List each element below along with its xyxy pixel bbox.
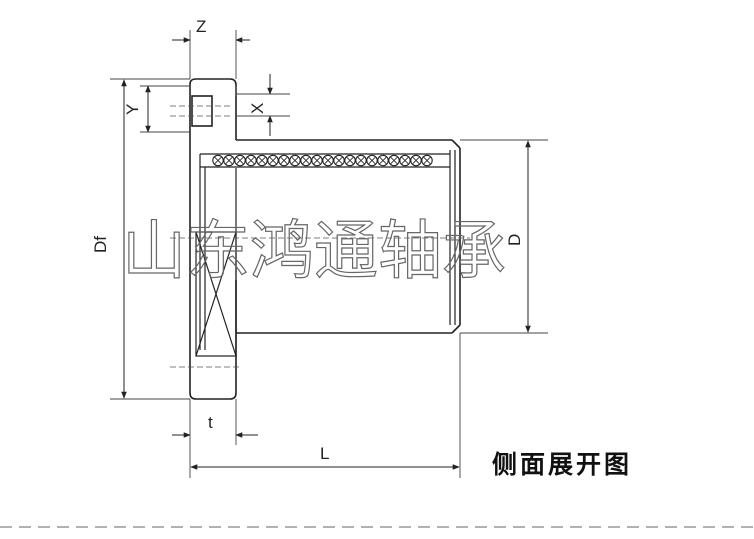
ball	[410, 154, 422, 167]
ball-mark	[379, 157, 387, 164]
ball-mark	[346, 157, 354, 164]
ball	[388, 154, 400, 167]
flange-bottom-lug	[189, 356, 237, 400]
ball-mark	[214, 157, 222, 164]
z-label: Z	[196, 17, 206, 36]
ball	[333, 154, 345, 167]
ball-mark	[401, 157, 409, 164]
ball-mark	[368, 157, 376, 164]
ball-mark	[236, 157, 244, 164]
x-label: X	[248, 103, 267, 114]
ball-mark	[423, 157, 431, 164]
d-label: D	[505, 234, 524, 246]
ball	[311, 154, 323, 167]
t-label: t	[208, 413, 213, 432]
ball	[289, 154, 301, 167]
ball-mark	[335, 157, 343, 164]
y-label: Y	[123, 104, 142, 115]
ball-mark	[324, 157, 332, 164]
ball	[245, 154, 257, 167]
ball	[355, 154, 367, 167]
ball	[366, 154, 378, 167]
ball	[344, 154, 356, 167]
centerlines	[170, 105, 470, 368]
flange-cross-section	[195, 231, 237, 357]
ball	[421, 154, 433, 167]
ball-row	[212, 154, 433, 167]
ball	[212, 154, 224, 167]
flange-top-lug	[189, 78, 237, 140]
bolt-hole	[191, 95, 213, 127]
ball-mark	[291, 157, 299, 164]
ball	[377, 154, 389, 167]
ball	[256, 154, 268, 167]
ball	[322, 154, 334, 167]
ball-mark	[280, 157, 288, 164]
ball-mark	[269, 157, 277, 164]
ball	[278, 154, 290, 167]
ball	[300, 154, 312, 167]
watermark: 山东鸿通轴承	[122, 215, 506, 289]
l-label: L	[320, 444, 329, 463]
ball-mark	[357, 157, 365, 164]
ball	[267, 154, 279, 167]
ball-mark	[258, 157, 266, 164]
ball-mark	[247, 157, 255, 164]
ball-mark	[225, 157, 233, 164]
ball-mark	[412, 157, 420, 164]
ball-mark	[390, 157, 398, 164]
ball-mark	[313, 157, 321, 164]
df-label: Df	[91, 236, 110, 253]
caption: 侧面展开图	[492, 450, 633, 479]
ball	[234, 154, 246, 167]
ball-mark	[302, 157, 310, 164]
dimension-lines	[121, 30, 531, 470]
ball	[399, 154, 411, 167]
ball	[223, 154, 235, 167]
